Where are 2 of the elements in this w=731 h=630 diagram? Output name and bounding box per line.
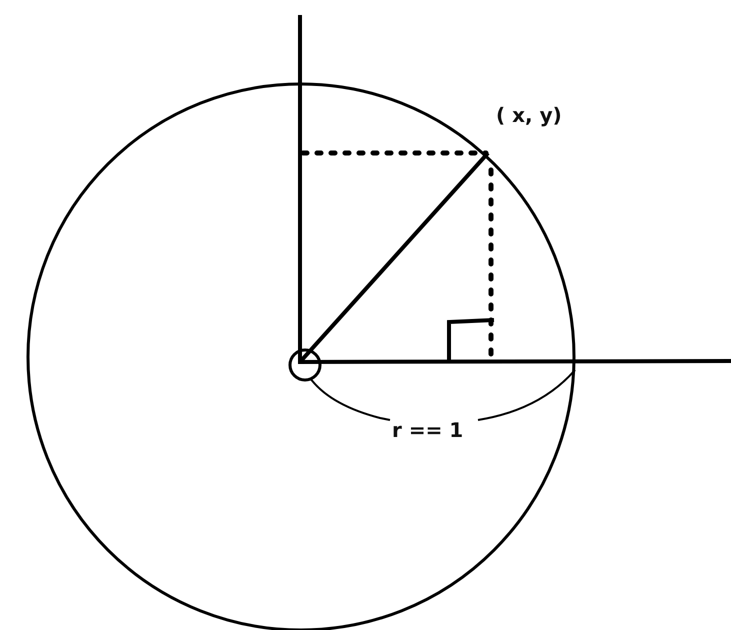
dimension-label: r == 1: [392, 420, 464, 440]
point-label: ( x, y): [496, 105, 562, 125]
